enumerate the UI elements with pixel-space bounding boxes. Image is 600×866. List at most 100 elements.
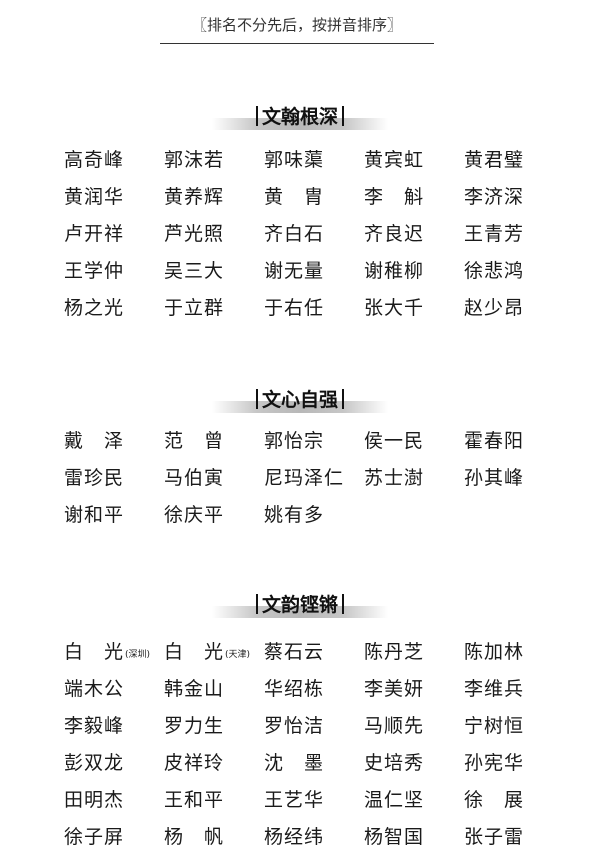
name-entry: 徐庆平 [164, 497, 264, 534]
name-entry: 陈加林 [464, 634, 564, 671]
name-text: 苏士澍 [364, 467, 425, 489]
name-text: 于立群 [164, 297, 225, 319]
name-entry: 范 曾 [164, 423, 264, 460]
name-text: 王艺华 [264, 789, 325, 811]
name-text: 李毅峰 [64, 715, 125, 737]
name-entry: 于立群 [164, 290, 264, 327]
name-entry: 孙其峰 [464, 460, 564, 497]
name-text: 田明杰 [64, 789, 125, 811]
name-text: 侯一民 [364, 430, 425, 452]
name-text: 史培秀 [364, 752, 425, 774]
name-text: 王和平 [164, 789, 225, 811]
name-entry: 白 光(天津) [164, 634, 264, 671]
name-entry: 芦光照 [164, 216, 264, 253]
name-entry: 苏士澍 [364, 460, 464, 497]
name-entry: 戴 泽 [64, 423, 164, 460]
name-entry: 杨 帆 [164, 819, 264, 856]
name-entry: 王艺华 [264, 782, 364, 819]
name-entry: 雷珍民 [64, 460, 164, 497]
name-entry: 罗怡洁 [264, 708, 364, 745]
name-text: 马顺先 [364, 715, 425, 737]
name-text: 彭双龙 [64, 752, 125, 774]
name-text: 端木公 [64, 678, 125, 700]
name-entry: 华绍栋 [264, 671, 364, 708]
name-text: 杨经纬 [264, 826, 325, 848]
name-text: 雷珍民 [64, 467, 125, 489]
heading-shadow [212, 118, 388, 130]
name-grid: 白 光(深圳)白 光(天津)蔡石云陈丹芝陈加林端木公韩金山华绍栋李美妍李维兵李毅… [64, 634, 600, 856]
name-entry: 马伯寅 [164, 460, 264, 497]
name-entry: 蔡石云 [264, 634, 364, 671]
name-text: 齐良迟 [364, 223, 425, 245]
name-grid: 戴 泽范 曾郭怡宗侯一民霍春阳雷珍民马伯寅尼玛泽仁苏士澍孙其峰谢和平徐庆平姚有多 [64, 423, 600, 534]
section-title: 文心自强 [210, 385, 390, 412]
name-text: 齐白石 [264, 223, 325, 245]
name-text: 郭沫若 [164, 149, 225, 171]
name-entry: 于右任 [264, 290, 364, 327]
name-text: 马伯寅 [164, 467, 225, 489]
name-text: 杨智国 [364, 826, 425, 848]
name-text: 杨 帆 [164, 826, 225, 848]
name-entry: 谢无量 [264, 253, 364, 290]
name-entry: 宁树恒 [464, 708, 564, 745]
name-text: 戴 泽 [64, 430, 125, 452]
name-text: 华绍栋 [264, 678, 325, 700]
name-entry: 姚有多 [264, 497, 364, 534]
name-entry: 陈丹芝 [364, 634, 464, 671]
section-title: 文翰根深 [210, 102, 390, 129]
name-text: 黄君璧 [464, 149, 525, 171]
name-text: 芦光照 [164, 223, 225, 245]
name-entry: 王学仲 [64, 253, 164, 290]
name-entry: 马顺先 [364, 708, 464, 745]
name-entry: 徐 展 [464, 782, 564, 819]
name-text: 杨之光 [64, 297, 125, 319]
name-entry: 霍春阳 [464, 423, 564, 460]
name-entry: 杨经纬 [264, 819, 364, 856]
name-region-note: (深圳) [125, 650, 151, 660]
name-entry: 谢和平 [64, 497, 164, 534]
name-entry: 黄 胄 [264, 179, 364, 216]
name-text: 孙宪华 [464, 752, 525, 774]
name-text: 于右任 [264, 297, 325, 319]
name-text: 温仁坚 [364, 789, 425, 811]
name-text: 郭味蕖 [264, 149, 325, 171]
name-entry: 李维兵 [464, 671, 564, 708]
name-grid: 高奇峰郭沫若郭味蕖黄宾虹黄君璧黄润华黄养辉黄 胄李 斛李济深卢开祥芦光照齐白石齐… [64, 142, 600, 327]
name-text: 王青芳 [464, 223, 525, 245]
name-text: 陈加林 [464, 641, 525, 663]
name-entry: 沈 墨 [264, 745, 364, 782]
name-entry: 杨智国 [364, 819, 464, 856]
name-text: 李 斛 [364, 186, 425, 208]
name-entry: 韩金山 [164, 671, 264, 708]
name-entry: 李毅峰 [64, 708, 164, 745]
name-text: 赵少昂 [464, 297, 525, 319]
name-entry: 罗力生 [164, 708, 264, 745]
name-text: 韩金山 [164, 678, 225, 700]
name-text: 罗怡洁 [264, 715, 325, 737]
name-text: 沈 墨 [264, 752, 325, 774]
name-text: 李济深 [464, 186, 525, 208]
section-heading-wrap: 文韵铿锵 [210, 590, 390, 622]
section-title: 文韵铿锵 [210, 590, 390, 617]
name-entry: 王和平 [164, 782, 264, 819]
name-entry: 白 光(深圳) [64, 634, 164, 671]
name-entry: 卢开祥 [64, 216, 164, 253]
name-text: 黄 胄 [264, 186, 325, 208]
name-text: 徐庆平 [164, 504, 225, 526]
section-heading-wrap: 文心自强 [210, 385, 390, 417]
name-entry: 田明杰 [64, 782, 164, 819]
section-heading-wrap: 文翰根深 [210, 102, 390, 134]
name-text: 卢开祥 [64, 223, 125, 245]
name-text: 范 曾 [164, 430, 225, 452]
name-entry: 端木公 [64, 671, 164, 708]
name-text: 张大千 [364, 297, 425, 319]
name-text: 姚有多 [264, 504, 325, 526]
heading-shadow [212, 606, 388, 618]
name-text: 吴三大 [164, 260, 225, 282]
section-wenhan: 文翰根深 高奇峰郭沫若郭味蕖黄宾虹黄君璧黄润华黄养辉黄 胄李 斛李济深卢开祥芦光… [0, 102, 600, 327]
name-entry: 孙宪华 [464, 745, 564, 782]
name-entry: 郭味蕖 [264, 142, 364, 179]
name-text: 白 光 [164, 641, 225, 663]
name-text: 孙其峰 [464, 467, 525, 489]
name-text: 高奇峰 [64, 149, 125, 171]
